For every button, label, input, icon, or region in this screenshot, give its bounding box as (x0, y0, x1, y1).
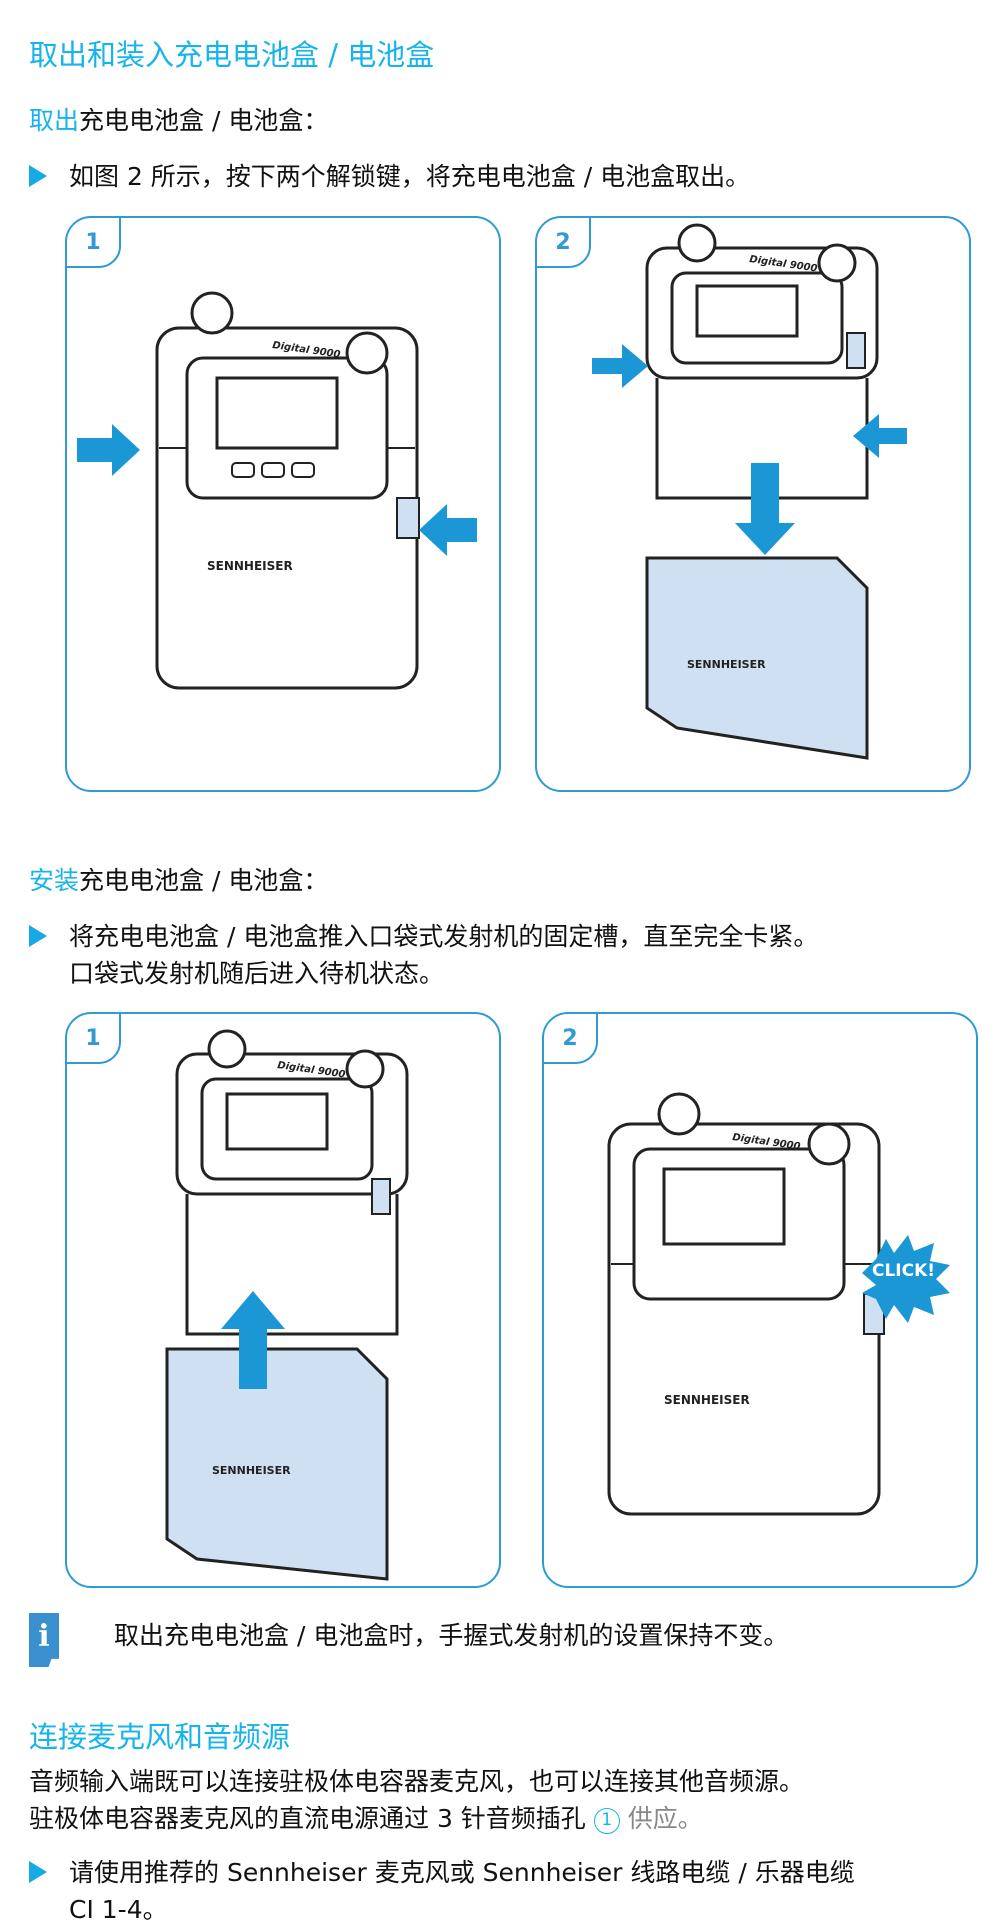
figure-install-2: 2 Digital 9000 SENNHEISER CLICK! (542, 1012, 978, 1588)
connect-step: 请使用推荐的 Sennheiser 麦克风或 Sennheiser 线路电缆 /… (29, 1854, 855, 1928)
bullet-arrow-icon (29, 1861, 47, 1883)
note-text: 取出充电电池盒 / 电池盒时，手握式发射机的设置保持不变。 (114, 1621, 789, 1650)
battery-pack (645, 556, 869, 760)
bullet-arrow-icon (29, 925, 47, 947)
transmitter-illustration: Digital 9000 SENNHEISER (77, 291, 477, 690)
click-burst-icon (862, 1235, 950, 1323)
brand-label: SENNHEISER (207, 559, 293, 573)
push-arrow-icon (77, 424, 140, 476)
info-icon: i (29, 1613, 59, 1667)
figure-remove-2: 2 Digital 9000 SENNHEISER (535, 216, 971, 792)
connect-step-line1: 请使用推荐的 Sennheiser 麦克风或 Sennheiser 线路电缆 /… (69, 1858, 855, 1887)
remove-step: 如图 2 所示，按下两个解锁键，将充电电池盒 / 电池盒取出。 (29, 158, 750, 195)
connect-step-line2: CI 1-4。 (69, 1895, 168, 1924)
push-arrow-icon (853, 414, 907, 458)
figure-number: 1 (67, 1014, 121, 1064)
brand-label: SENNHEISER (664, 1393, 750, 1407)
connect-para-line1: 音频输入端既可以连接驻极体电容器麦克风，也可以连接其他音频源。 (29, 1767, 805, 1796)
install-step: 将充电电池盒 / 电池盒推入口袋式发射机的固定槽，直至完全卡紧。 口袋式发射机随… (29, 918, 818, 992)
figure-number: 2 (544, 1014, 598, 1064)
reference-number: 1 (593, 1808, 620, 1834)
push-arrow-icon (592, 344, 648, 388)
install-step-line1: 将充电电池盒 / 电池盒推入口袋式发射机的固定槽，直至完全卡紧。 (69, 922, 819, 951)
remove-heading-rest: 充电电池盒 / 电池盒： (79, 106, 329, 135)
remove-heading: 取出充电电池盒 / 电池盒： (29, 101, 328, 137)
figure-number: 1 (67, 218, 121, 268)
section-title: 连接麦克风和音频源 (29, 1720, 291, 1754)
figure-install-1: 1 Digital 9000 SENNHEISER (65, 1012, 501, 1588)
remove-step-text: 如图 2 所示，按下两个解锁键，将充电电池盒 / 电池盒取出。 (69, 162, 751, 191)
remove-heading-accent: 取出 (29, 106, 80, 135)
transmitter-illustration: Digital 9000 SENNHEISER (607, 1092, 950, 1516)
page-title: 取出和装入充电电池盒 / 电池盒 (29, 38, 435, 72)
brand-label: SENNHEISER (212, 1464, 291, 1477)
up-arrow-icon (221, 1291, 285, 1389)
click-callout: CLICK! (872, 1261, 936, 1281)
figure-remove-1: 1 Digital 9000 SENNHEISER (65, 216, 501, 792)
connect-paragraph: 音频输入端既可以连接驻极体电容器麦克风，也可以连接其他音频源。 驻极体电容器麦克… (29, 1763, 804, 1837)
connect-para-line2: 驻极体电容器麦克风的直流电源通过 3 针音频插孔 (29, 1804, 586, 1833)
brand-label: SENNHEISER (687, 658, 766, 671)
connect-para-line2-end: 供应。 (627, 1804, 703, 1833)
bullet-arrow-icon (29, 165, 47, 187)
push-arrow-icon (419, 504, 477, 556)
transmitter-illustration: Digital 9000 SENNHEISER (592, 223, 907, 760)
battery-pack (165, 1347, 389, 1581)
install-heading-accent: 安装 (29, 866, 80, 895)
down-arrow-icon (735, 463, 795, 555)
transmitter-illustration: Digital 9000 SENNHEISER (165, 1029, 409, 1581)
install-heading: 安装充电电池盒 / 电池盒： (29, 861, 328, 897)
figure-number: 2 (537, 218, 591, 268)
install-step-line2: 口袋式发射机随后进入待机状态。 (69, 959, 445, 988)
install-heading-rest: 充电电池盒 / 电池盒： (79, 866, 329, 895)
